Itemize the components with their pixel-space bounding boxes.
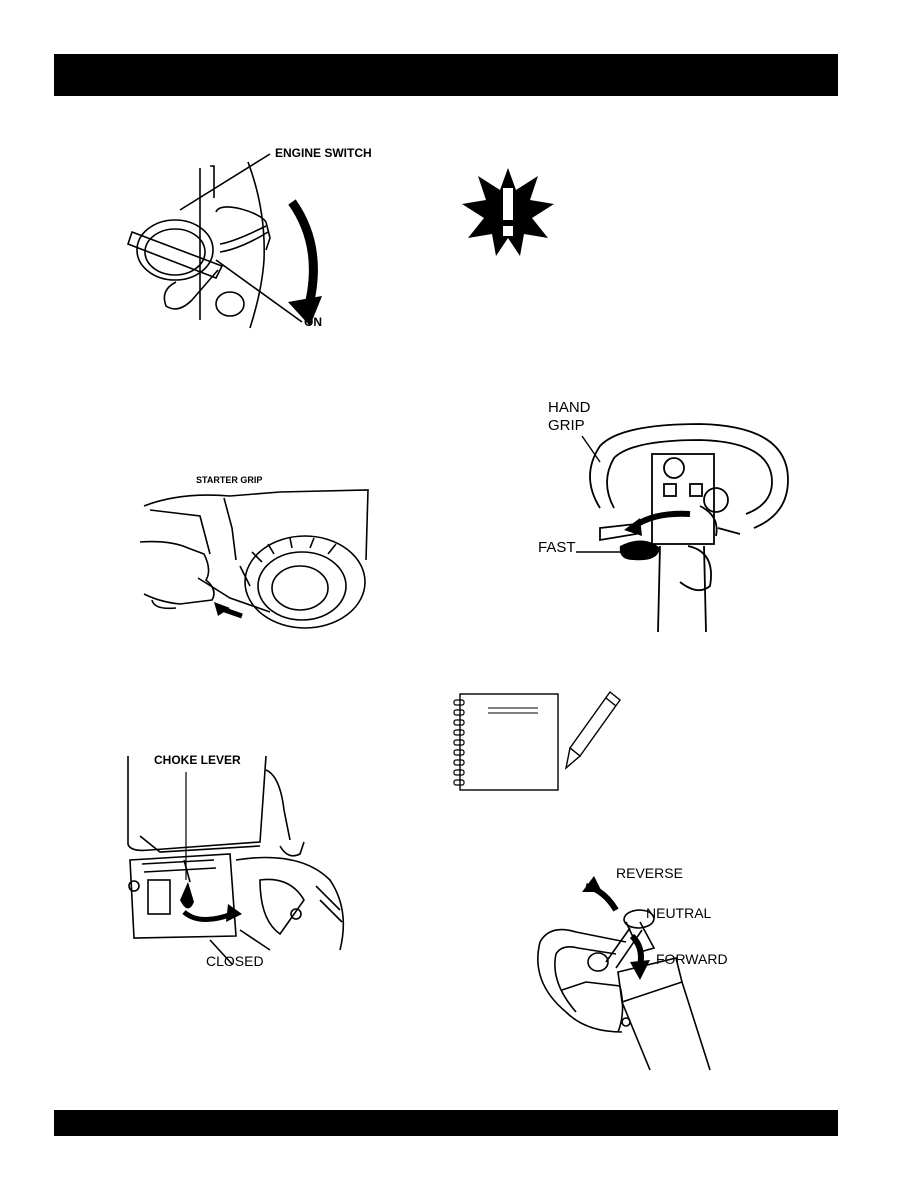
starter-grip-figure: STARTER GRIP [140,470,380,650]
throttle-figure: HAND GRIP FAST [538,396,800,632]
fast-label: FAST [538,539,576,556]
starter-grip-label: STARTER GRIP [196,475,263,485]
notebook-icon [452,692,562,794]
engine-switch-on-label: ON [304,315,322,329]
neutral-label: NEUTRAL [646,905,712,921]
reverse-label: REVERSE [616,865,683,881]
starter-grip-illustration [140,489,369,629]
pencil-icon [562,688,624,772]
forward-label: FORWARD [656,951,728,967]
closed-label: CLOSED [206,953,264,969]
hand-grip-label-line2: GRIP [548,417,585,434]
engine-switch-label: ENGINE SWITCH [275,146,372,160]
engine-switch-figure: ENGINE SWITCH ON [120,140,380,340]
choke-lever-figure: CHOKE LEVER CLOSED [120,750,360,970]
direction-lever-illustration [537,876,711,1071]
choke-lever-illustration [127,755,345,965]
header-bar [54,54,838,96]
engine-switch-illustration [126,153,322,329]
choke-lever-label: CHOKE LEVER [154,753,241,767]
exclamation-burst-icon [458,166,558,258]
footer-bar [54,1110,838,1136]
direction-lever-figure: REVERSE NEUTRAL FORWARD [526,862,736,1072]
hand-grip-label-line1: HAND [548,399,591,416]
throttle-illustration [576,423,789,632]
